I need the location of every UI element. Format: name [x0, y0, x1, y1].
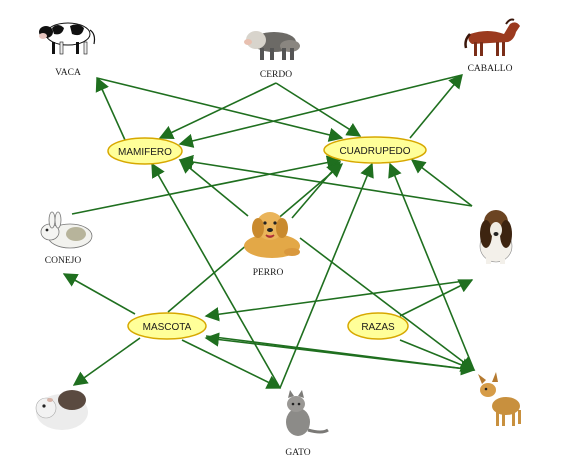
dog-icon: [244, 212, 300, 258]
edge-basset-mamifero: [178, 154, 473, 207]
edge-mascota-guinea: [72, 337, 141, 386]
cat-icon: [286, 390, 329, 436]
edge-basset-mascota: [204, 279, 473, 322]
edge-chihuahua-cuadrupedo: [388, 162, 475, 371]
edge-mascota-conejo: [62, 273, 136, 315]
edge-gato-mamifero: [151, 162, 281, 389]
edge-basset-cuadrupedo: [410, 159, 473, 207]
edge-conejo-cuadrupedo: [71, 155, 342, 215]
concept-mascota[interactable]: MASCOTA: [127, 312, 207, 340]
label-cerdo: CERDO: [260, 70, 292, 80]
edge-gato-cuadrupedo: [279, 162, 374, 389]
basset-hound-icon: [479, 210, 513, 264]
label-vaca: VACA: [55, 68, 81, 78]
concept-mascota-label: MASCOTA: [143, 322, 192, 333]
label-caballo: CABALLO: [468, 64, 513, 74]
edge-perro-cuadrupedo: [291, 160, 341, 219]
concept-cuadrupedo[interactable]: CUADRUPEDO: [323, 136, 427, 164]
edge-mamifero-vaca: [95, 76, 126, 141]
chihuahua-icon: [478, 372, 521, 426]
concept-cuadrupedo-label: CUADRUPEDO: [339, 146, 410, 157]
edge-vaca-cuadrupedo: [96, 77, 344, 142]
edge-caballo-mamifero: [178, 74, 463, 148]
edge-cuadrupedo-caballo: [409, 73, 463, 139]
label-conejo: CONEJO: [45, 256, 82, 266]
concept-mamifero-label: MAMIFERO: [118, 147, 172, 158]
cow-icon: [39, 22, 96, 55]
edge-perro-mamifero: [178, 159, 249, 217]
edge-perro-chihuahua: [299, 237, 476, 371]
horse-icon: [464, 18, 520, 56]
label-gato: GATO: [285, 448, 310, 458]
edges: [62, 73, 476, 389]
edge-razas-basset: [399, 279, 474, 317]
pig-icon: [244, 31, 300, 60]
guinea-pig-icon: [35, 390, 88, 430]
concept-razas[interactable]: RAZAS: [347, 312, 409, 340]
label-perro: PERRO: [253, 268, 284, 278]
edge-chihuahua-mascota: [204, 332, 475, 371]
concept-mamifero[interactable]: MAMIFERO: [107, 137, 183, 165]
edge-cerdo-mamifero: [158, 82, 277, 139]
concept-razas-label: RAZAS: [361, 322, 395, 333]
rabbit-icon: [40, 211, 93, 249]
edge-mascota-gato: [181, 339, 282, 389]
